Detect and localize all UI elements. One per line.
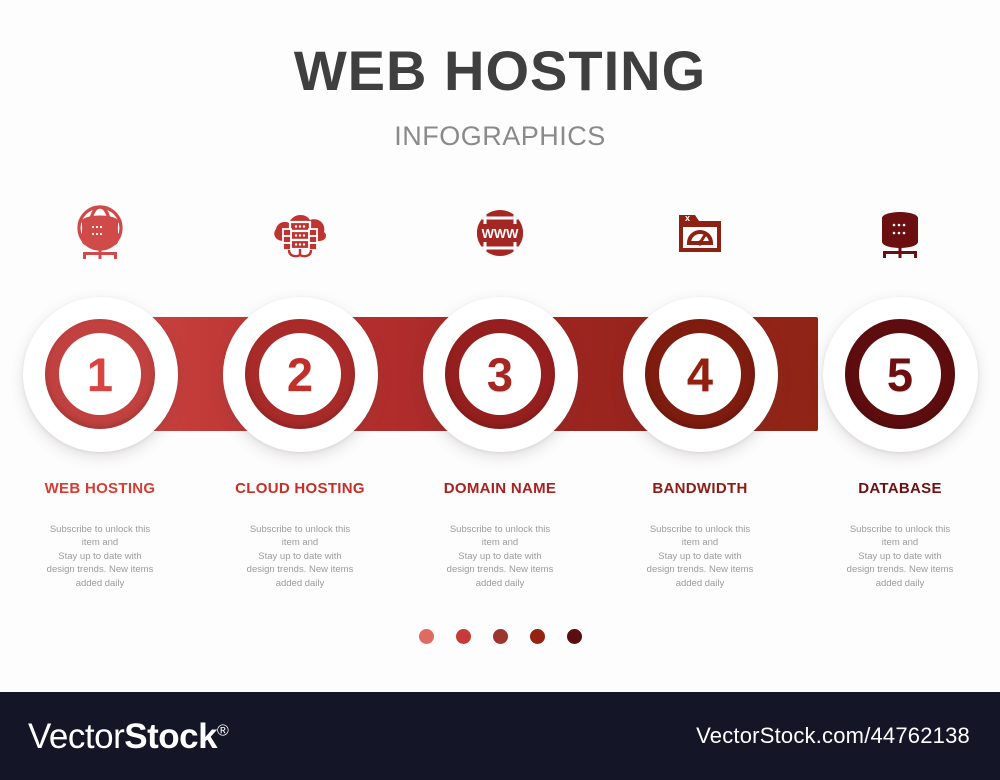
icon-cell-3: WWW	[400, 196, 600, 270]
pagination-dot-3[interactable]	[492, 629, 508, 644]
step-ring-inner-3: 3	[459, 333, 541, 415]
footer-url[interactable]: VectorStock.com/44762138	[696, 723, 970, 748]
step-number-2: 2	[286, 347, 314, 401]
step-ring-inner-5: 5	[859, 333, 941, 415]
step-circle-row: 1 2 3	[0, 296, 1000, 452]
icon-cell-4: x	[600, 196, 800, 270]
icon-cell-1	[0, 196, 200, 270]
icon-cell-5	[800, 196, 1000, 270]
step-circle-cell-5: 5	[800, 296, 1000, 452]
step-text-cell-3: DOMAIN NAME Subscribe to unlock this ite…	[400, 480, 600, 590]
icon-row: WWW x	[0, 196, 1000, 270]
step-text-cell-5: DATABASE Subscribe to unlock this item a…	[800, 480, 1000, 590]
step-circle-cell-4: 4	[600, 296, 800, 452]
step-circle-cell-3: 3	[400, 296, 600, 452]
step-text-cell-4: BANDWIDTH Subscribe to unlock this item …	[600, 480, 800, 590]
step-number-1: 1	[86, 347, 114, 401]
logo-text-light: Vector	[28, 716, 125, 756]
step-marker-5[interactable]: 5	[822, 296, 978, 452]
step-marker-4[interactable]: 4	[622, 296, 778, 452]
logo-text-bold: Stock	[124, 716, 218, 756]
step-label-5: DATABASE	[858, 480, 942, 497]
step-number-5: 5	[886, 347, 914, 401]
step-marker-2[interactable]: 2	[222, 296, 378, 452]
step-label-2: CLOUD HOSTING	[235, 480, 365, 497]
footer-bar: VectorStock® VectorStock.com/44762138	[0, 692, 1000, 780]
step-ring-3: 3	[445, 319, 555, 429]
globe-server-icon	[73, 203, 127, 263]
step-text-row: WEB HOSTING Subscribe to unlock this ite…	[0, 480, 1000, 590]
step-marker-3[interactable]: 3	[422, 296, 578, 452]
icon-cell-2	[200, 196, 400, 270]
cloud-server-icon	[269, 205, 331, 261]
step-number-4: 4	[686, 347, 714, 401]
header: WEB HOSTING INFOGRAPHICS	[0, 0, 1000, 152]
step-ring-1: 1	[45, 319, 155, 429]
step-number-3: 3	[486, 347, 514, 401]
step-ring-2: 2	[245, 319, 355, 429]
step-description-5: Subscribe to unlock this item and Stay u…	[846, 524, 954, 589]
pagination-dot-2[interactable]	[455, 629, 471, 644]
step-ring-inner-2: 2	[259, 333, 341, 415]
step-ring-5: 5	[845, 319, 955, 429]
step-label-3: DOMAIN NAME	[443, 480, 557, 497]
step-text-cell-1: WEB HOSTING Subscribe to unlock this ite…	[0, 480, 200, 590]
svg-text:WWW: WWW	[482, 226, 520, 241]
step-description-4: Subscribe to unlock this item and Stay u…	[646, 524, 754, 589]
svg-text:x: x	[685, 213, 690, 223]
step-ring-4: 4	[645, 319, 755, 429]
registered-mark-icon: ®	[217, 721, 229, 739]
database-icon	[874, 205, 926, 261]
step-ring-inner-1: 1	[59, 333, 141, 415]
pagination-dot-1[interactable]	[418, 629, 434, 644]
step-circle-cell-2: 2	[200, 296, 400, 452]
step-description-2: Subscribe to unlock this item and Stay u…	[246, 524, 354, 589]
step-description-1: Subscribe to unlock this item and Stay u…	[46, 524, 154, 589]
vectorstock-logo[interactable]: VectorStock®	[28, 716, 229, 756]
pagination-dot-5[interactable]	[566, 629, 582, 644]
folder-gauge-icon: x	[673, 207, 727, 259]
step-description-3: Subscribe to unlock this item and Stay u…	[446, 524, 554, 589]
step-text-cell-2: CLOUD HOSTING Subscribe to unlock this i…	[200, 480, 400, 590]
page-subtitle: INFOGRAPHICS	[394, 120, 606, 151]
step-ring-inner-4: 4	[659, 333, 741, 415]
pagination-dot-4[interactable]	[529, 629, 545, 644]
step-circle-cell-1: 1	[0, 296, 200, 452]
step-label-1: WEB HOSTING	[44, 480, 156, 497]
step-label-4: BANDWIDTH	[652, 480, 748, 497]
pagination-dots	[0, 629, 1000, 644]
page-title: WEB HOSTING	[293, 39, 707, 102]
step-marker-1[interactable]: 1	[22, 296, 178, 452]
www-globe-icon: WWW	[472, 205, 528, 261]
